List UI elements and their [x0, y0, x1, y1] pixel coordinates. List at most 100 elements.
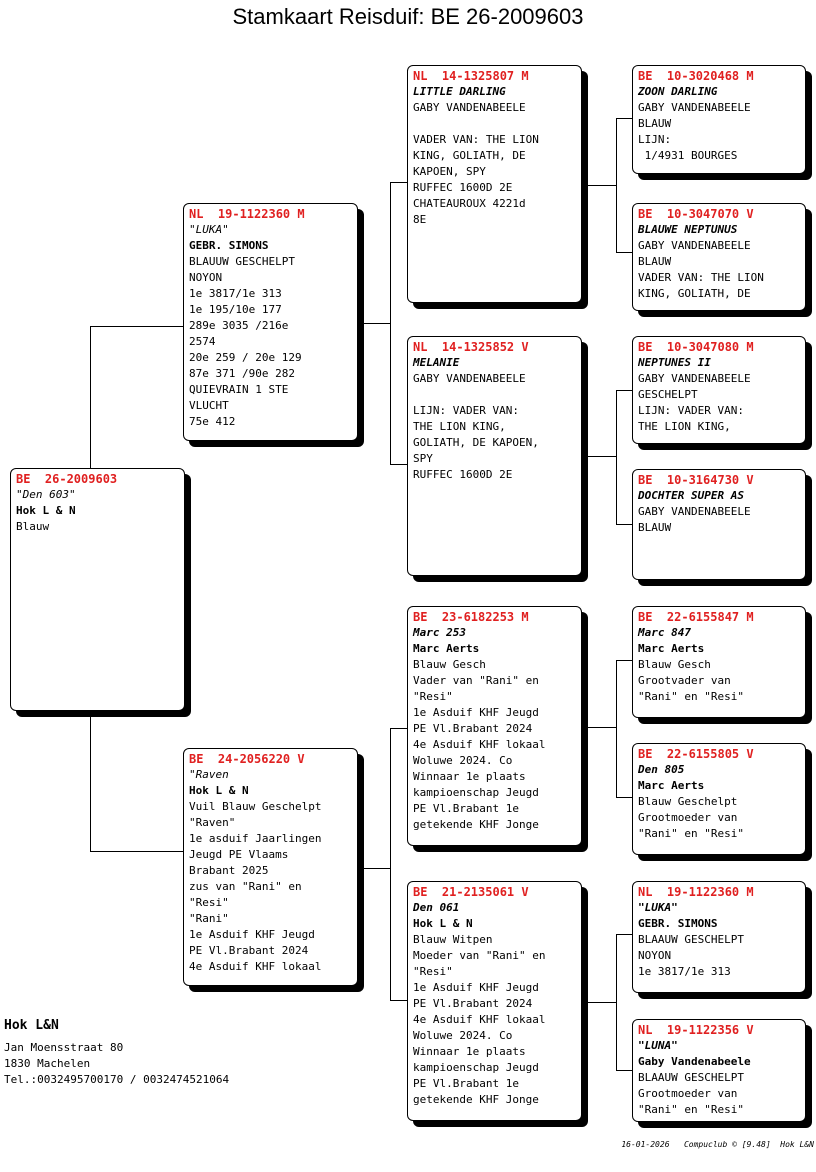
- owner-name: GABY VANDENABEELE: [638, 239, 751, 252]
- info-line: 4e Asduif KHF lokaal: [413, 738, 546, 751]
- connector-line: [583, 456, 616, 457]
- info-line: Vader van "Rani" en: [413, 674, 539, 687]
- owner-name: Hok L & N: [413, 917, 473, 930]
- connector-line: [616, 660, 617, 797]
- info-line: CHATEAUROUX 4221d: [413, 197, 526, 210]
- info-line: Blauw Witpen: [413, 933, 493, 946]
- info-line: 1e 3817/1e 313: [189, 287, 282, 300]
- info-line: Winnaar 1e plaats: [413, 1045, 526, 1058]
- ring-number: NL 14-1325852 V: [413, 340, 529, 354]
- info-line: Jeugd PE Vlaams: [189, 848, 289, 861]
- info-line: VLUCHT: [189, 399, 229, 412]
- pigeon-card-ggp-fmf[interactable]: BE 10-3047080 M NEPTUNES II GABY VANDENA…: [632, 336, 806, 444]
- info-line: RUFFEC 1600D 2E: [413, 181, 513, 194]
- connector-line: [360, 323, 390, 324]
- info-line: BLAUW: [638, 521, 672, 534]
- pigeon-name: "LUKA": [189, 223, 229, 236]
- pigeon-card-paternal-grandfather[interactable]: NL 14-1325807 M LITTLE DARLING GABY VAND…: [407, 65, 582, 303]
- pigeon-card-ggp-mfm[interactable]: BE 22-6155805 V Den 805 Marc Aerts Blauw…: [632, 743, 806, 855]
- info-line: THE LION KING,: [638, 420, 731, 433]
- info-line: LIJN:: [638, 133, 672, 146]
- pigeon-card-ggp-ffm[interactable]: BE 10-3047070 V BLAUWE NEPTUNUS GABY VAN…: [632, 203, 806, 311]
- pigeon-card-ggp-fff[interactable]: BE 10-3020468 M ZOON DARLING GABY VANDEN…: [632, 65, 806, 174]
- info-line: kampioenschap Jeugd: [413, 1061, 539, 1074]
- info-line: 1e Asduif KHF Jeugd: [413, 981, 539, 994]
- info-line: THE LION KING,: [413, 420, 506, 433]
- ring-number: BE 23-6182253 M: [413, 610, 529, 624]
- info-line: NOYON: [638, 949, 672, 962]
- connector-line: [583, 1002, 616, 1003]
- info-line: Grootmoeder van: [638, 811, 738, 824]
- info-line: getekende KHF Jonge: [413, 818, 539, 831]
- ring-number: NL 19-1122356 V: [638, 1023, 754, 1037]
- info-line: 20e 259 / 20e 129: [189, 351, 302, 364]
- ring-number: BE 10-3020468 M: [638, 69, 754, 83]
- info-line: 87e 371 /90e 282: [189, 367, 295, 380]
- pigeon-card-subject[interactable]: BE 26-2009603 "Den 603" Hok L & N Blauw: [10, 468, 185, 711]
- connector-line: [616, 252, 632, 253]
- owner-name: GABY VANDENABEELE: [638, 372, 751, 385]
- info-line: 1e 3817/1e 313: [638, 965, 731, 978]
- pigeon-name: Den 805: [638, 763, 685, 776]
- owner-address-block: Hok L&N Jan Moensstraat 80 1830 Machelen…: [4, 1018, 229, 1088]
- pigeon-card-ggp-fmm[interactable]: BE 10-3164730 V DOCHTER SUPER AS GABY VA…: [632, 469, 806, 580]
- info-line: "Raven": [189, 816, 236, 829]
- pigeon-card-maternal-grandfather[interactable]: BE 23-6182253 M Marc 253 Marc Aerts Blau…: [407, 606, 582, 846]
- pigeon-card-mother[interactable]: BE 24-2056220 V "Raven Hok L & N Vuil Bl…: [183, 748, 358, 986]
- info-line: 1e Asduif KHF Jeugd: [189, 928, 315, 941]
- connector-line: [616, 524, 632, 525]
- pigeon-card-maternal-grandmother[interactable]: BE 21-2135061 V Den 061 Hok L & N Blauw …: [407, 881, 582, 1121]
- pigeon-name: LITTLE DARLING: [413, 85, 506, 98]
- connector-line: [390, 464, 407, 465]
- info-line: Grootmoeder van: [638, 1087, 738, 1100]
- info-line: Blauw Gesch: [638, 658, 711, 671]
- pigeon-name: Marc 847: [638, 626, 691, 639]
- pigeon-card-paternal-grandmother[interactable]: NL 14-1325852 V MELANIE GABY VANDENABEEL…: [407, 336, 582, 576]
- info-line: "Resi": [413, 690, 453, 703]
- info-line: [413, 387, 576, 403]
- info-line: [413, 116, 576, 132]
- pigeon-name: MELANIE: [413, 356, 460, 369]
- pigeon-card-ggp-mmf[interactable]: NL 19-1122360 M "LUKA" GEBR. SIMONS BLAA…: [632, 881, 806, 993]
- info-line: KAPOEN, SPY: [413, 165, 486, 178]
- info-line: "Resi": [189, 896, 229, 909]
- connector-line: [616, 1070, 632, 1071]
- pigeon-name: DOCHTER SUPER AS: [638, 489, 744, 502]
- info-line: zus van "Rani" en: [189, 880, 302, 893]
- loft-name: Hok L&N: [4, 1018, 59, 1033]
- info-line: Blauw Geschelpt: [638, 795, 738, 808]
- connector-line: [390, 728, 407, 729]
- info-line: Blauw: [16, 520, 50, 533]
- info-line: BLAAUW GESCHELPT: [638, 933, 744, 946]
- pigeon-name: NEPTUNES II: [638, 356, 711, 369]
- pigeon-card-father[interactable]: NL 19-1122360 M "LUKA" GEBR. SIMONS BLAU…: [183, 203, 358, 441]
- pigeon-card-ggp-mmm[interactable]: NL 19-1122356 V "LUNA" Gaby Vandenabeele…: [632, 1019, 806, 1122]
- pigeon-name: "LUKA": [638, 901, 678, 914]
- info-line: 289e 3035 /216e: [189, 319, 289, 332]
- info-line: "Rani" en "Resi": [638, 1103, 744, 1116]
- ring-number: NL 19-1122360 M: [189, 207, 305, 221]
- info-line: 8E: [413, 213, 427, 226]
- page-title: Stamkaart Reisduif: BE 26-2009603: [232, 4, 584, 29]
- info-line: 1e asduif Jaarlingen: [189, 832, 322, 845]
- info-line: BLAAUW GESCHELPT: [638, 1071, 744, 1084]
- pigeon-card-ggp-mff[interactable]: BE 22-6155847 M Marc 847 Marc Aerts Blau…: [632, 606, 806, 718]
- ring-number: BE 26-2009603: [16, 472, 118, 486]
- info-line: Woluwe 2024. Co: [413, 754, 513, 767]
- info-line: "Resi": [413, 965, 453, 978]
- owner-name: Marc Aerts: [638, 779, 705, 792]
- pigeon-name: Den 061: [413, 901, 460, 914]
- info-line: BLAUUW GESCHELPT: [189, 255, 295, 268]
- owner-name: GABY VANDENABEELE: [413, 372, 526, 385]
- owner-name: GABY VANDENABEELE: [638, 101, 751, 114]
- connector-line: [390, 182, 407, 183]
- owner-name: Hok L & N: [16, 504, 76, 517]
- info-line: RUFFEC 1600D 2E: [413, 468, 513, 481]
- owner-name: GEBR. SIMONS: [638, 917, 718, 930]
- info-line: LIJN: VADER VAN:: [638, 404, 744, 417]
- ring-number: BE 10-3047080 M: [638, 340, 754, 354]
- owner-name: Marc Aerts: [638, 642, 705, 655]
- info-line: 1/4931 BOURGES: [638, 149, 738, 162]
- connector-line: [616, 390, 617, 524]
- connector-line: [90, 713, 91, 851]
